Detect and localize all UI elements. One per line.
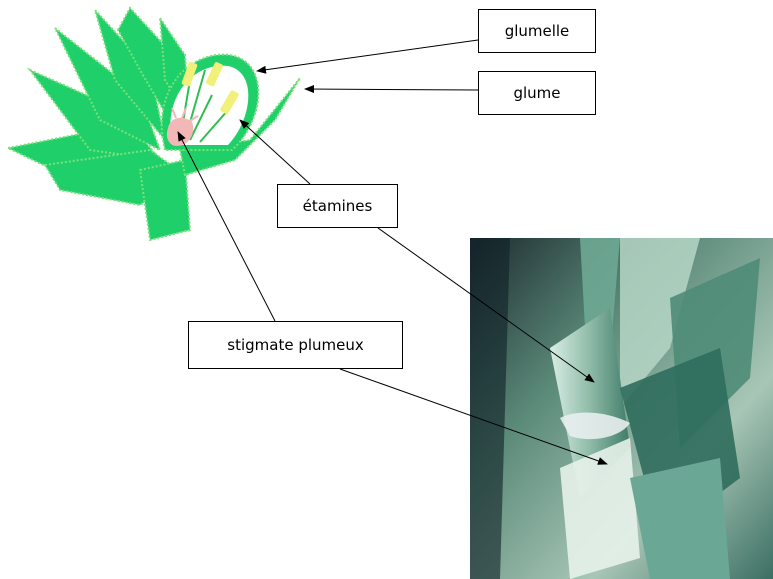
glumelle-arrow (257, 40, 478, 71)
etamines-arrow-diagram (240, 120, 310, 184)
label-glume: glume (478, 71, 596, 115)
label-etamines-text: étamines (303, 197, 373, 215)
stigmate-arrow-photo (340, 369, 607, 464)
glume-arrow (305, 89, 478, 90)
etamines-arrow-photo (378, 228, 594, 382)
label-glumelle: glumelle (478, 9, 596, 53)
label-etamines: étamines (277, 184, 398, 228)
label-glumelle-text: glumelle (505, 22, 570, 40)
label-stigmate: stigmate plumeux (188, 321, 403, 369)
label-glume-text: glume (513, 84, 560, 102)
label-stigmate-text: stigmate plumeux (227, 336, 364, 354)
stigmate-arrow-diagram (178, 132, 275, 321)
